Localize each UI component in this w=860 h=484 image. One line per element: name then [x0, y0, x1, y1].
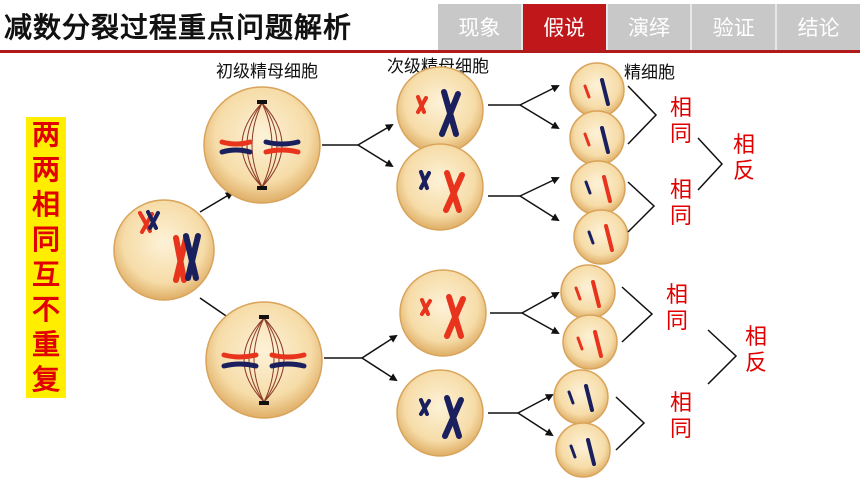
- label-same: 相同: [670, 96, 692, 147]
- sperm-cell-4: [573, 209, 629, 265]
- side-note-char: 不: [31, 293, 60, 326]
- primary-cell-bottom: [205, 301, 323, 419]
- tab-bar: 现象 假说 演绎 验证 结论: [438, 4, 860, 50]
- tab-hypothesis[interactable]: 假说: [522, 4, 608, 50]
- arrow: [322, 123, 398, 382]
- sperm-cell-2: [569, 110, 625, 166]
- secondary-cell-3: [399, 269, 487, 357]
- tab-verification[interactable]: 验证: [692, 4, 778, 50]
- side-note: 两 两 相 同 互 不 重 复: [26, 117, 66, 398]
- side-note-char: 两: [31, 153, 60, 186]
- secondary-cell-4: [396, 369, 484, 457]
- side-note-char: 同: [31, 223, 60, 256]
- label-sperm-cell: 精细胞: [624, 63, 675, 83]
- sperm-cell-7: [553, 369, 609, 425]
- secondary-cell-1: [396, 66, 484, 154]
- label-opposite: 相反: [745, 325, 767, 376]
- label-opposite: 相反: [733, 133, 755, 184]
- side-note-char: 复: [31, 363, 60, 396]
- sperm-cell-6: [562, 314, 618, 370]
- header: 减数分裂过程重点问题解析 现象 假说 演绎 验证 结论: [0, 0, 860, 53]
- parent-cell: [113, 199, 215, 301]
- side-note-char: 互: [31, 258, 60, 291]
- header-divider: [0, 50, 860, 53]
- tab-conclusion[interactable]: 结论: [797, 16, 840, 40]
- tab-phenomenon[interactable]: 现象: [438, 4, 523, 50]
- label-primary-spermatocyte: 初级精母细胞: [216, 62, 318, 82]
- side-note-char: 两: [31, 118, 60, 151]
- arrow: [199, 191, 234, 213]
- bracket: [615, 85, 738, 451]
- arrow: [488, 85, 560, 437]
- label-same: 相同: [670, 178, 692, 229]
- sperm-cell-3: [570, 160, 626, 216]
- sperm-cell-1: [569, 62, 625, 118]
- primary-cell-top: [203, 86, 321, 204]
- side-note-char: 重: [31, 328, 60, 361]
- label-same: 相同: [666, 283, 688, 334]
- sperm-cell-8: [555, 422, 611, 478]
- sperm-cell-5: [560, 264, 616, 320]
- secondary-cell-2: [396, 143, 484, 231]
- page-title: 减数分裂过程重点问题解析: [4, 11, 353, 44]
- side-note-char: 相: [31, 188, 60, 221]
- tab-deduction[interactable]: 演绎: [608, 4, 693, 50]
- label-same: 相同: [670, 391, 692, 442]
